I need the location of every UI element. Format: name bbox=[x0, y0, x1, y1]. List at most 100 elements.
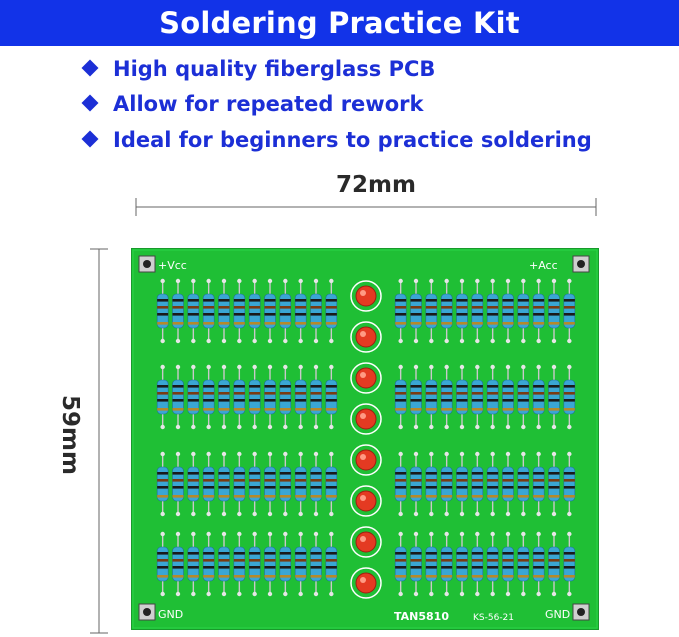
resistor bbox=[548, 451, 560, 517]
resistor bbox=[517, 451, 530, 517]
resistor bbox=[279, 278, 292, 344]
resistor bbox=[248, 278, 261, 344]
diamond-bullet-icon bbox=[81, 130, 99, 148]
resistor bbox=[563, 364, 576, 430]
led bbox=[350, 567, 382, 599]
resistor bbox=[325, 531, 338, 597]
resistor bbox=[325, 364, 338, 430]
diamond-bullet-icon bbox=[81, 94, 99, 112]
resistor bbox=[310, 451, 322, 517]
width-dimension-line bbox=[135, 198, 597, 216]
resistor bbox=[325, 278, 338, 344]
resistor bbox=[440, 451, 453, 517]
resistor bbox=[563, 278, 576, 344]
resistor bbox=[202, 278, 215, 344]
resistor bbox=[248, 364, 261, 430]
resistor bbox=[517, 278, 530, 344]
feature-item: Allow for repeated rework bbox=[81, 89, 424, 119]
resistor bbox=[172, 531, 184, 597]
resistor bbox=[425, 531, 438, 597]
resistor bbox=[172, 364, 184, 430]
corner-switch-icon bbox=[138, 603, 156, 621]
resistor bbox=[279, 531, 292, 597]
resistor bbox=[202, 531, 215, 597]
resistor bbox=[502, 278, 514, 344]
resistor bbox=[187, 364, 200, 430]
resistor bbox=[563, 451, 576, 517]
resistor bbox=[486, 531, 499, 597]
resistor bbox=[279, 364, 292, 430]
resistor bbox=[410, 278, 422, 344]
pcb-model-label: TAN5810 bbox=[394, 610, 449, 623]
resistor bbox=[394, 531, 407, 597]
resistor bbox=[517, 364, 530, 430]
resistor bbox=[156, 364, 169, 430]
pcb-code-label: KS-56-21 bbox=[473, 613, 514, 623]
height-label: 59mm bbox=[57, 395, 83, 475]
resistor bbox=[172, 451, 184, 517]
resistor bbox=[563, 531, 576, 597]
resistor bbox=[310, 278, 322, 344]
resistor bbox=[248, 451, 261, 517]
resistor bbox=[264, 278, 276, 344]
resistor bbox=[218, 451, 230, 517]
resistor bbox=[394, 278, 407, 344]
resistor bbox=[310, 531, 322, 597]
resistor bbox=[440, 531, 453, 597]
resistor bbox=[187, 531, 200, 597]
led bbox=[350, 280, 382, 312]
resistor bbox=[486, 451, 499, 517]
resistor bbox=[548, 278, 560, 344]
resistor bbox=[517, 531, 530, 597]
resistor bbox=[218, 531, 230, 597]
resistor bbox=[233, 531, 246, 597]
feature-item: High quality fiberglass PCB bbox=[81, 54, 436, 84]
resistor bbox=[456, 278, 468, 344]
resistor bbox=[294, 278, 307, 344]
corner-switch-icon bbox=[572, 603, 590, 621]
corner-switch-icon bbox=[572, 255, 590, 273]
resistor bbox=[202, 451, 215, 517]
resistor bbox=[456, 531, 468, 597]
resistor bbox=[294, 451, 307, 517]
corner-switch-icon bbox=[138, 255, 156, 273]
feature-text: High quality fiberglass PCB bbox=[113, 57, 436, 81]
resistor bbox=[548, 364, 560, 430]
resistor bbox=[486, 364, 499, 430]
led bbox=[350, 362, 382, 394]
resistor bbox=[456, 364, 468, 430]
resistor bbox=[233, 364, 246, 430]
led bbox=[350, 444, 382, 476]
led bbox=[350, 403, 382, 435]
led bbox=[350, 526, 382, 558]
resistor bbox=[471, 451, 484, 517]
resistor bbox=[471, 278, 484, 344]
resistor bbox=[425, 364, 438, 430]
resistor bbox=[502, 364, 514, 430]
resistor bbox=[202, 364, 215, 430]
resistor bbox=[471, 531, 484, 597]
resistor bbox=[456, 451, 468, 517]
resistor bbox=[532, 531, 545, 597]
led-column bbox=[350, 280, 382, 599]
resistor bbox=[156, 531, 169, 597]
resistor bbox=[532, 364, 545, 430]
page-title: Soldering Practice Kit bbox=[159, 6, 520, 40]
resistor bbox=[410, 364, 422, 430]
resistor bbox=[218, 364, 230, 430]
resistor bbox=[486, 278, 499, 344]
resistor bbox=[187, 278, 200, 344]
resistor bbox=[156, 451, 169, 517]
feature-text: Allow for repeated rework bbox=[113, 92, 424, 116]
resistor bbox=[218, 278, 230, 344]
title-banner bbox=[0, 0, 679, 46]
resistor bbox=[532, 451, 545, 517]
resistor bbox=[264, 451, 276, 517]
resistor bbox=[410, 451, 422, 517]
resistor bbox=[471, 364, 484, 430]
resistor bbox=[425, 278, 438, 344]
resistor bbox=[264, 364, 276, 430]
height-dimension-line bbox=[90, 248, 108, 634]
resistor bbox=[548, 531, 560, 597]
resistor bbox=[233, 278, 246, 344]
